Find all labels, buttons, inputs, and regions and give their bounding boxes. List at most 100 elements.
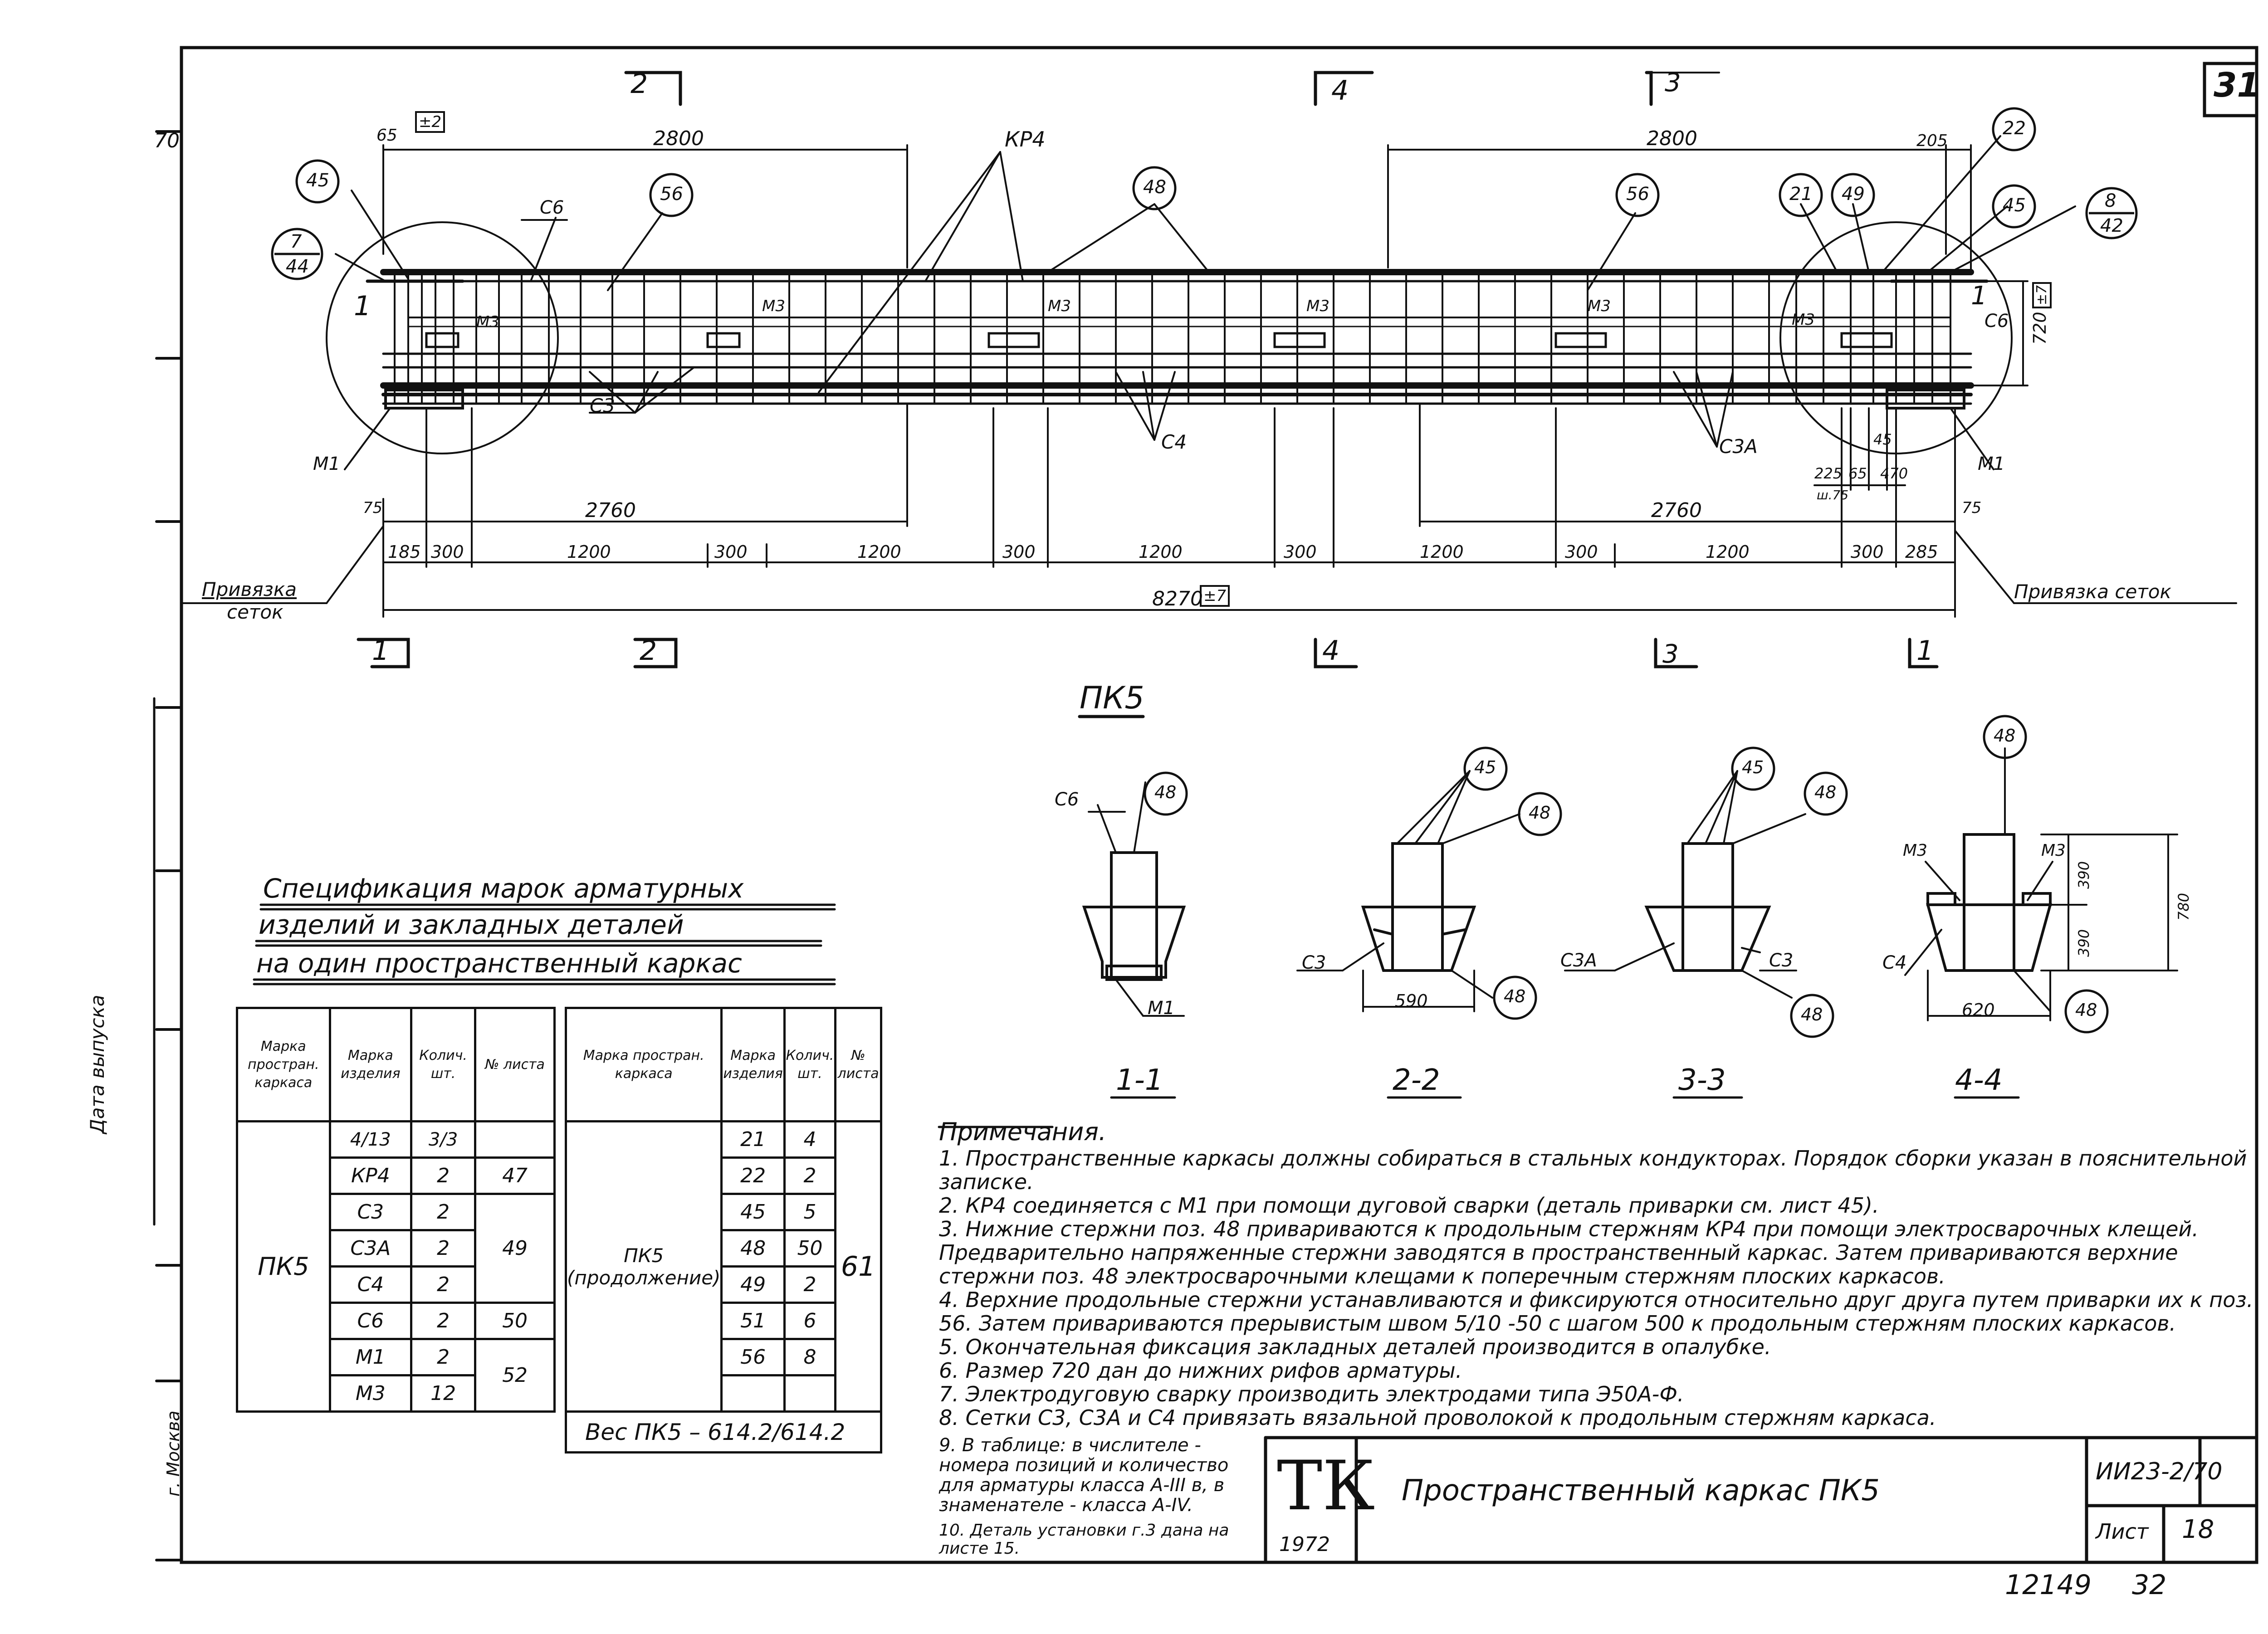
- label-c3: С3: [590, 395, 616, 417]
- dim-285: 285: [1905, 542, 1938, 562]
- label-c6-right: С6: [1984, 311, 2009, 332]
- spec-header-sheet: № листа: [834, 1007, 882, 1122]
- dim-205: 205: [1916, 132, 1948, 150]
- bubble-44: 44: [286, 256, 309, 277]
- section-2-2-label-590: 590: [1395, 991, 1428, 1011]
- spec-cell: 52: [474, 1338, 556, 1413]
- note-item: 2. КР4 соединяется с М1 при помощи дугов…: [939, 1193, 1879, 1218]
- spec-cell: 4: [783, 1120, 837, 1159]
- section-mark-3-top: 3: [1665, 68, 1681, 98]
- section-mark-1-bot-right: 1: [1916, 635, 1934, 667]
- label-m3-d: М3: [1306, 297, 1330, 315]
- spec-header-sheet: № листа: [474, 1007, 556, 1122]
- section-2-2-label-c3: С3: [1302, 952, 1326, 973]
- label-m1-right: М1: [1978, 454, 2005, 474]
- spec-cell: 49: [720, 1265, 786, 1304]
- title-block-code: ИИ23-2/70: [2096, 1458, 2223, 1485]
- label-c4: С4: [1161, 431, 1187, 453]
- label-m3-a: М3: [476, 313, 499, 331]
- dim-2800-left: 2800: [653, 127, 704, 150]
- spec-title-line-1: Спецификация марок арматурных: [263, 873, 744, 904]
- bubble-22: 22: [2003, 118, 2026, 139]
- margin-date-label: Дата выпуска: [86, 995, 108, 1134]
- label-m3-e: М3: [1588, 297, 1611, 315]
- label-kr4: КР4: [1005, 127, 1046, 151]
- spec-cell: 49: [474, 1193, 556, 1304]
- spec-cell: М1: [328, 1338, 413, 1376]
- sheet-frame: [180, 46, 2258, 1564]
- label-privyazka-left-1: Привязка: [202, 578, 297, 600]
- bubble-8: 8: [2105, 190, 2116, 211]
- dim-1200b: 1200: [857, 542, 901, 562]
- dim-1200e: 1200: [1706, 542, 1750, 562]
- title-block-year: 1972: [1279, 1533, 1330, 1556]
- dim-2760-right: 2760: [1651, 499, 1702, 522]
- title-block-logo: ТК: [1277, 1447, 1375, 1526]
- section-mark-2-top: 2: [631, 68, 648, 100]
- notes-heading: Примечания.: [939, 1117, 1106, 1146]
- section-4-4-label-780: 780: [2175, 893, 2192, 921]
- dim-300b: 300: [714, 542, 748, 562]
- dim-8270: 8270: [1152, 587, 1203, 610]
- label-c3a: С3А: [1719, 435, 1758, 458]
- section-4-4-label-m3-right: М3: [2041, 841, 2066, 860]
- dim-75-left: 75: [363, 499, 383, 517]
- spec-cell: 4/13: [328, 1120, 413, 1159]
- section-mark-1-left: 1: [354, 290, 371, 322]
- dim-tolerance-7-vert: ±7: [2032, 282, 2052, 308]
- section-4-4-label-48: 48: [1994, 726, 2016, 746]
- spec-table-right: Марка простран. каркаса Марка изделия Ко…: [564, 1007, 882, 1454]
- spec-cell: 50: [783, 1229, 837, 1268]
- spec-cell: С3А: [328, 1229, 413, 1268]
- section-4-4-label-390a: 390: [2075, 861, 2092, 889]
- dim-65b: 65: [1848, 465, 1867, 482]
- spec-cell: 3/3: [410, 1120, 477, 1159]
- section-mark-4-top: 4: [1331, 75, 1349, 107]
- spec-cell: КР4: [328, 1156, 413, 1195]
- section-4-4-label-48b: 48: [2075, 1000, 2097, 1020]
- dim-720: 720: [2030, 312, 2050, 345]
- spec-header-frame: Марка простран. каркаса: [564, 1007, 723, 1122]
- spec-header-frame: Марка простран. каркаса: [236, 1007, 331, 1122]
- section-mark-1-bot-left: 1: [372, 635, 390, 667]
- section-4-4-label-620: 620: [1962, 1000, 1995, 1020]
- spec-cell: 2: [783, 1156, 837, 1195]
- dim-300f: 300: [1851, 542, 1884, 562]
- title-block-sheet-no: 18: [2182, 1515, 2214, 1544]
- label-c6-left: С6: [540, 197, 564, 218]
- sheet-number-box: [2203, 62, 2258, 117]
- spec-header-qty: Колич. шт.: [783, 1007, 837, 1122]
- spec-cell: 6: [783, 1302, 837, 1340]
- stamp-bottom: 12149: [2005, 1569, 2092, 1601]
- spec-right-mark: ПК5 (продолжение): [564, 1120, 723, 1413]
- section-3-3-label-c3: С3: [1769, 950, 1794, 971]
- dim-300e: 300: [1565, 542, 1598, 562]
- dim-tolerance-7: ±7: [1200, 585, 1230, 607]
- dim-65: 65: [376, 126, 397, 145]
- dim-225: 225: [1814, 465, 1843, 482]
- section-3-3-label-48b: 48: [1801, 1005, 1823, 1024]
- spec-cell: 48: [720, 1229, 786, 1268]
- section-1-1-title: 1-1: [1116, 1063, 1163, 1097]
- spec-header-item: Марка изделия: [720, 1007, 786, 1122]
- spec-header-item: Марка изделия: [328, 1007, 413, 1122]
- spec-cell: С6: [328, 1302, 413, 1340]
- note-item: 5. Окончательная фиксация закладных дета…: [939, 1335, 1771, 1359]
- dim-300a: 300: [431, 542, 464, 562]
- spec-header-qty: Колич. шт.: [410, 1007, 477, 1122]
- label-m3-c: М3: [1048, 297, 1071, 315]
- spec-weight: Вес ПК5 – 614.2/614.2: [565, 1410, 882, 1454]
- dim-45: 45: [1873, 431, 1892, 448]
- spec-cell: 2: [410, 1302, 477, 1340]
- spec-cell: [783, 1374, 837, 1413]
- bubble-45-right: 45: [2003, 195, 2026, 216]
- dim-470: 470: [1880, 465, 1908, 482]
- spec-title-line-2: изделий и закладных деталей: [259, 909, 684, 940]
- dim-185: 185: [388, 542, 421, 562]
- spec-cell: С3: [328, 1193, 413, 1231]
- bubble-42: 42: [2100, 215, 2123, 236]
- section-4-4-title: 4-4: [1955, 1063, 2003, 1097]
- section-1-1-label-m1: М1: [1148, 998, 1175, 1019]
- section-2-2-label-48b: 48: [1504, 986, 1526, 1006]
